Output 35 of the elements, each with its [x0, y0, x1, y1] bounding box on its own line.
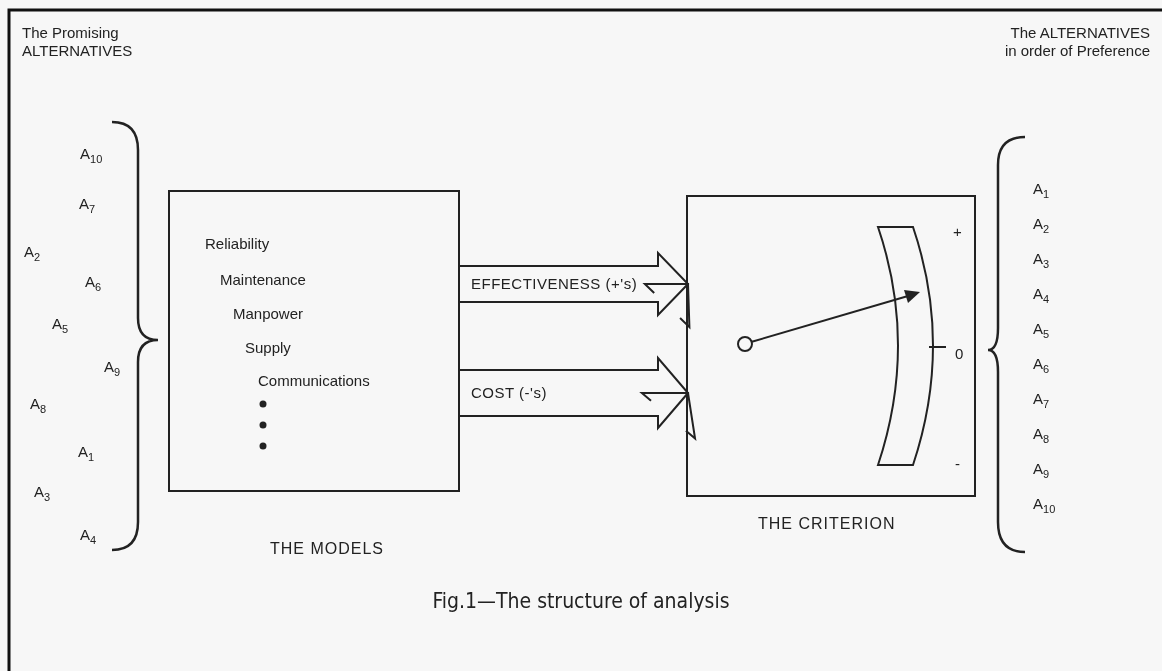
scale-mark: 0 — [955, 345, 964, 363]
alternative-label: A$_{9}$ — [1033, 460, 1050, 478]
alternative-label: A$_{5}$ — [52, 315, 69, 333]
box-caption: THE MODELS — [270, 540, 384, 558]
alternative-label: A$_{5}$ — [1033, 320, 1050, 338]
alternative-label: A$_{6}$ — [85, 273, 102, 291]
alternative-label: A$_{2}$ — [24, 243, 41, 261]
alternative-label: A$_{4}$ — [1033, 285, 1050, 303]
alternative-label: A$_{9}$ — [104, 358, 121, 376]
alternative-label: A$_{7}$ — [1033, 390, 1050, 408]
scale-mark: + — [953, 223, 962, 241]
edge-label: COST (-'s) — [471, 384, 547, 402]
model-item: Communications — [258, 372, 370, 390]
model-item: Reliability — [205, 235, 270, 253]
edge-label: EFFECTIVENESS (+'s) — [471, 275, 638, 293]
alternative-label: A$_{8}$ — [30, 395, 47, 413]
alternative-label: A$_{6}$ — [1033, 355, 1050, 373]
alternative-label: A$_{8}$ — [1033, 425, 1050, 443]
alternative-label: A$_{10}$ — [80, 145, 103, 163]
box-caption: THE CRITERION — [758, 515, 896, 533]
model-item: Manpower — [233, 305, 304, 323]
alternative-label: A$_{3}$ — [1033, 250, 1050, 268]
alternative-label: A$_{1}$ — [78, 443, 95, 461]
alternative-label: A$_{3}$ — [34, 483, 51, 501]
alternative-label: A$_{4}$ — [80, 526, 97, 544]
model-item: Supply — [245, 339, 291, 357]
model-item: Maintenance — [220, 271, 306, 289]
alternative-label: A$_{7}$ — [79, 195, 96, 213]
heading-text: The Promising ALTERNATIVES — [22, 24, 132, 60]
heading-text: The ALTERNATIVES in order of Preference — [1003, 24, 1150, 60]
figure-caption: Fig.1—The structure of analysis — [431, 592, 731, 610]
scale-mark: - — [955, 455, 960, 473]
alternative-label: A$_{10}$ — [1033, 495, 1056, 513]
alternative-label: A$_{2}$ — [1033, 215, 1050, 233]
alternative-label: A$_{1}$ — [1033, 180, 1050, 198]
